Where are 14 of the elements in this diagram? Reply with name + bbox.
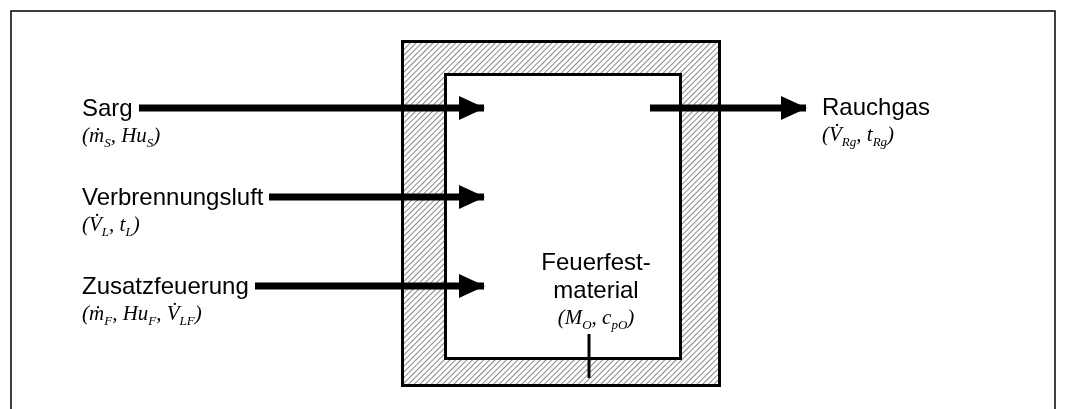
formula: (M$_{O}$, c$_{pO}$) (557, 304, 635, 335)
hatched-wall (401, 40, 721, 387)
flow-label: Verbrennungsluft (82, 183, 265, 211)
formula: (V̇$_{L}$, t$_{L}$) (82, 211, 140, 242)
flow-label: Feuerfest-material (541, 248, 651, 304)
formula: (ṁ$_{F}$, Hu$_{F}$, V̇$_{LF}$) (82, 300, 202, 331)
flow-arrow (650, 96, 807, 120)
chamber-box (444, 73, 682, 360)
formula: (V̇$_{Rg}$, t$_{Rg}$) (822, 121, 895, 152)
flow-label: Zusatzfeuerung (82, 272, 250, 300)
flow-label: Rauchgas (822, 93, 932, 121)
leader-line (587, 334, 591, 378)
formula: (ṁ$_{S}$, Hu$_{S}$) (82, 122, 161, 153)
flow-label: Sarg (82, 94, 134, 122)
